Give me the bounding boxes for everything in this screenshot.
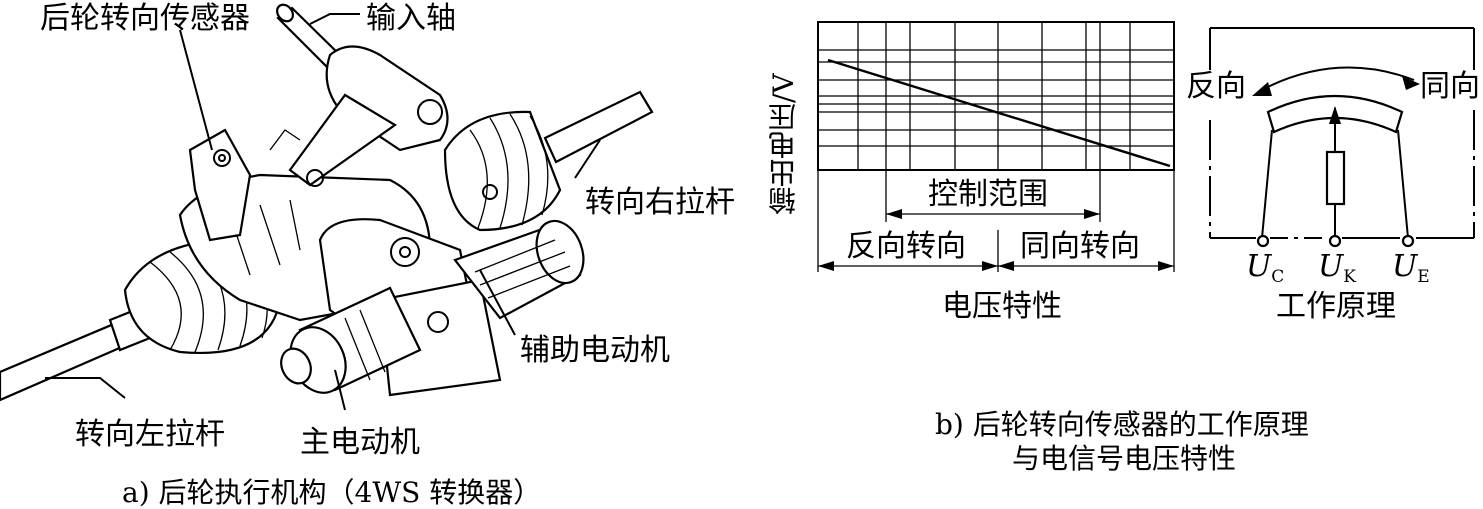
- terminal-c-label: UC: [1246, 252, 1284, 286]
- direction-same-label: 同向: [1420, 69, 1480, 104]
- aux-motor-label: 辅助电动机: [520, 333, 670, 368]
- input-shaft: [269, 3, 449, 187]
- terminal-k: [1328, 234, 1342, 248]
- terminal-c-subscript: C: [1271, 267, 1285, 287]
- auxiliary-motor: [453, 219, 585, 320]
- steer-range-arrows: [818, 261, 1174, 271]
- main-motor-label: 主电动机: [300, 425, 420, 460]
- y-axis-label: 输出电压/V: [767, 73, 800, 215]
- principle-circuit: [1209, 27, 1475, 248]
- right-tie-rod: [543, 90, 654, 164]
- terminal-e-symbol: U: [1392, 249, 1418, 284]
- actuator-mechanism: [0, 3, 654, 402]
- right-bellows: [443, 110, 562, 232]
- input-shaft-label: 输入轴: [366, 1, 456, 36]
- voltage-curve: [827, 58, 1171, 168]
- left-tie-rod-label: 转向左拉杆: [75, 417, 225, 452]
- terminal-c: [1256, 234, 1270, 248]
- same-steer-label: 同向转向: [1020, 229, 1140, 264]
- control-range-arrow: [886, 209, 1100, 219]
- voltage-chart: [817, 21, 1175, 272]
- chart-grid-horizontal: [818, 49, 1174, 147]
- caption-b-line2: 与电信号电压特性: [1012, 442, 1237, 475]
- terminal-e-label: UE: [1392, 252, 1430, 286]
- resistor: [1325, 150, 1346, 206]
- sensor-bracket: [188, 128, 252, 242]
- direction-reverse-label: 反向: [1186, 69, 1246, 104]
- main-motor: [280, 286, 422, 394]
- terminal-e-subscript: E: [1417, 267, 1430, 287]
- leader-lines-a: [45, 13, 601, 411]
- right-tie-rod-label: 转向右拉杆: [585, 185, 735, 220]
- terminal-k-label: UK: [1318, 252, 1356, 286]
- control-range-label: 控制范围: [928, 177, 1048, 212]
- rear-sensor-label: 后轮转向传感器: [40, 1, 250, 36]
- caption-b-line1: b) 后轮转向传感器的工作原理: [935, 408, 1309, 441]
- voltage-char-title: 电压特性: [942, 289, 1062, 324]
- direction-arrow: [1257, 66, 1415, 93]
- terminal-k-symbol: U: [1318, 249, 1344, 284]
- caption-a: a) 后轮执行机构（4WS 转换器）: [122, 476, 542, 509]
- terminal-k-subscript: K: [1343, 267, 1356, 287]
- terminal-c-symbol: U: [1246, 249, 1272, 284]
- reverse-steer-label: 反向转向: [846, 229, 966, 264]
- principle-title: 工作原理: [1276, 289, 1396, 324]
- terminal-e: [1401, 234, 1415, 248]
